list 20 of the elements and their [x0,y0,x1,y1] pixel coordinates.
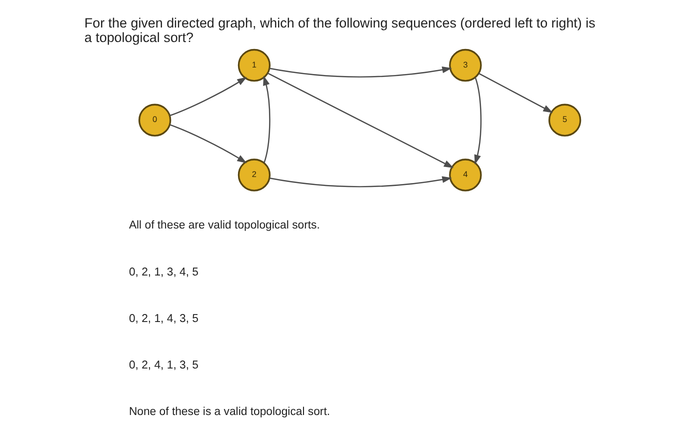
arrow [268,66,452,78]
arrow [268,176,452,188]
label: 0, 2, 1, 4, 3, 5 [128,312,198,325]
node-circle: 1 [237,48,270,82]
arrow [168,77,246,116]
arrow [262,76,270,163]
node-circle: 2 [237,158,270,192]
diagram-title: For the given directed graph, which of the following sequences (ordered left to right) is a topological sort? [84,15,595,45]
node-circle: 5 [548,104,581,137]
arrow [169,124,246,164]
arrow [474,77,482,165]
label: 0, 2, 1, 3, 4, 5 [128,266,198,278]
label: 0, 2, 4, 1, 3, 5 [128,359,198,372]
arrow [266,72,454,168]
node-circle: 4 [448,158,482,192]
node-circle: 0 [138,104,171,137]
node-circle: 3 [448,48,482,82]
arrow [478,72,552,113]
label: None of these is a valid topological sort. [128,406,330,418]
label: All of these are valid topological sorts. [128,220,320,232]
